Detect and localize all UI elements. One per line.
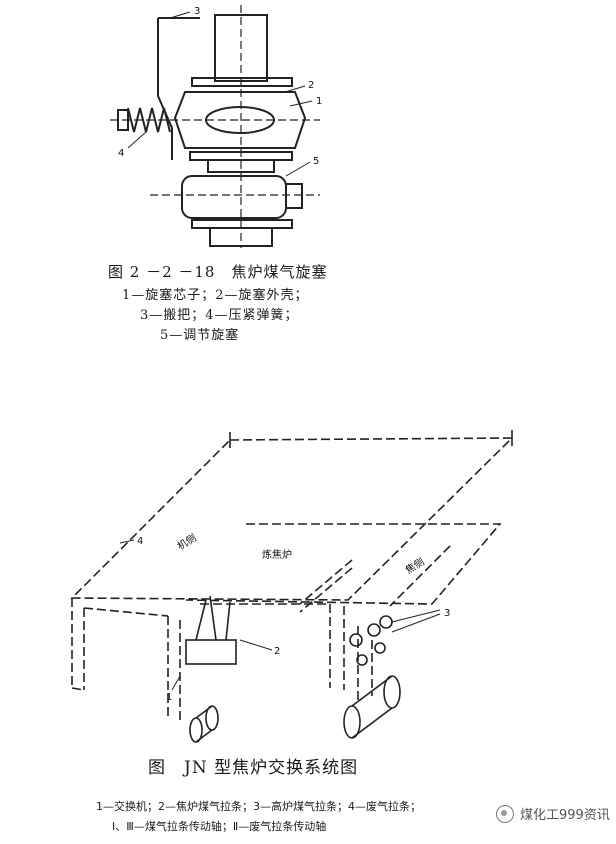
gas-rod-frame: [185, 523, 502, 605]
lower-flange: [191, 219, 293, 229]
label-part-1: 1: [316, 96, 322, 107]
label-waste-gas-rod: 4: [137, 536, 143, 547]
adjusting-cock-stem: [285, 183, 303, 209]
label-coke-side: 焦侧: [403, 555, 427, 577]
upper-flange: [191, 77, 293, 87]
label-part-3: 3: [194, 6, 200, 17]
figure2-legend-line-2: Ⅰ、Ⅲ—煤气拉条传动轴；Ⅱ—废气拉条传动轴: [112, 820, 327, 833]
figure1-legend-line-1: 1—旋塞芯子；2—旋塞外壳；: [122, 288, 309, 303]
exchange-machine: [185, 639, 237, 665]
gas-main-pipe-left: [189, 705, 219, 743]
blast-furnace-gas-valves: [349, 615, 393, 666]
valve-body: [173, 91, 307, 149]
figure1-legend-line-3: 5—调节旋塞: [160, 328, 240, 343]
figure1-legend-line-2: 3—搬把；4—压紧弹簧；: [140, 308, 299, 323]
handle-bar: [157, 18, 173, 160]
label-part-5: 5: [313, 156, 319, 167]
waste-gas-rod-frame: [70, 437, 514, 601]
label-exchange-machine: 1: [166, 692, 172, 703]
wechat-icon: [496, 804, 514, 823]
label-machine-side: 机侧: [175, 531, 199, 553]
compression-spring: [127, 107, 171, 133]
label-coke-oven: 炼焦炉: [262, 548, 292, 561]
watermark: 煤化工999资讯: [496, 804, 610, 823]
label-coke-gas-rod: 2: [274, 646, 280, 657]
label-part-4: 4: [118, 148, 124, 159]
spring-cap: [117, 109, 129, 131]
gas-main-pipe-right: [343, 675, 401, 739]
watermark-text: 煤化工999资讯: [520, 808, 610, 823]
figure1-title: 图 2 －2 －18 焦炉煤气旋塞: [108, 263, 328, 281]
label-part-2: 2: [308, 80, 314, 91]
plug-core: [205, 106, 275, 134]
figure2-title: 图 JN 型焦炉交换系统图: [148, 758, 359, 778]
figure2-legend-line-1: 1—交换机；2—焦炉煤气拉条；3—高炉煤气拉条；4—废气拉条；: [96, 800, 421, 813]
exchange-system-drawing: [70, 437, 514, 724]
adjusting-cock: [181, 175, 287, 219]
label-blast-gas-rod: 3: [444, 608, 450, 619]
